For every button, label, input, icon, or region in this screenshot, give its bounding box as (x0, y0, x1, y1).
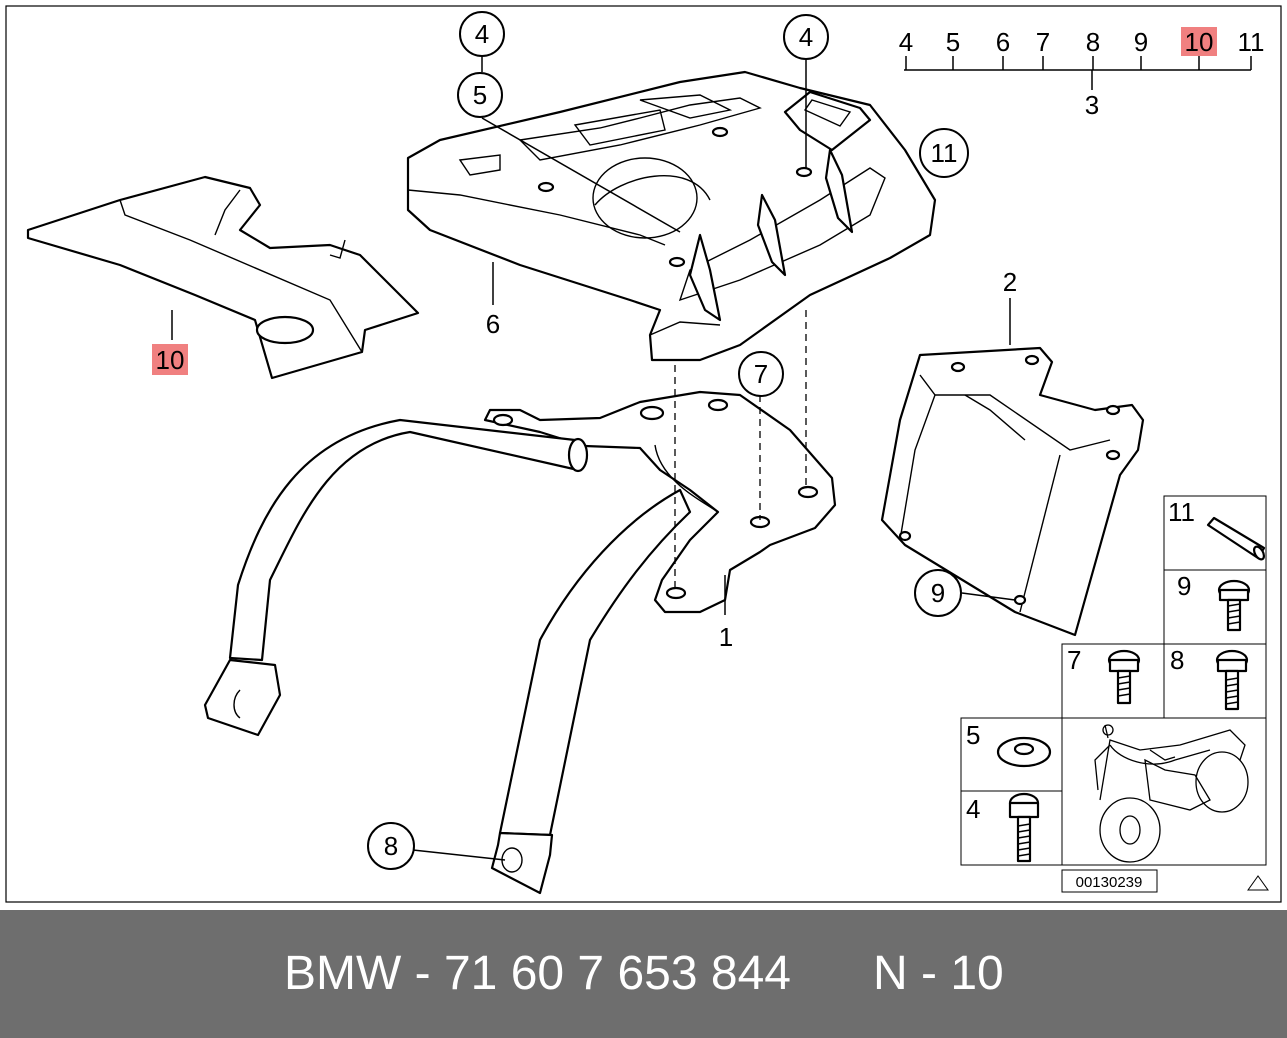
svg-text:9: 9 (931, 578, 945, 608)
scale-label-9: 9 (1134, 27, 1148, 57)
leader-5 (481, 117, 681, 233)
scale-label-7: 7 (1036, 27, 1050, 57)
label-part-3: 3 (1085, 90, 1099, 120)
scale-label-10: 10 (1185, 27, 1214, 57)
callout-8: 8 (367, 822, 415, 870)
drawing-id: 00130239 (1076, 874, 1143, 891)
footer-bar: BMW - 71 60 7 653 844 N - 10 (0, 910, 1287, 1038)
scale-label-5: 5 (946, 27, 960, 57)
svg-text:4: 4 (799, 22, 813, 52)
svg-text:10: 10 (156, 345, 185, 375)
callout-5: 5 (457, 72, 503, 118)
callout-9: 9 (914, 569, 962, 617)
screw-7-icon (1107, 649, 1141, 705)
table-label-4: 4 (966, 794, 980, 824)
part-10-cover[interactable] (26, 175, 420, 380)
table-label-8: 8 (1170, 645, 1184, 675)
diagram-border (5, 5, 1282, 903)
part-6-luggage-plate[interactable] (406, 70, 937, 362)
pin-icon (1206, 516, 1266, 561)
callout-11: 11 (919, 128, 969, 178)
callout-4a: 4 (459, 11, 505, 57)
scale-label-11: 11 (1238, 27, 1265, 57)
svg-text:7: 7 (754, 359, 768, 389)
scale-label-4: 4 (899, 27, 913, 57)
washer-5-icon (996, 736, 1052, 768)
label-part-10-highlight[interactable]: 10 (152, 344, 188, 375)
svg-text:5: 5 (473, 80, 487, 110)
screw-9-icon (1217, 579, 1251, 632)
screw-4-icon (1008, 792, 1040, 863)
label-part-2: 2 (1003, 267, 1017, 297)
table-label-11: 11 (1168, 497, 1195, 527)
table-label-5: 5 (966, 720, 980, 750)
scale-label-8: 8 (1086, 27, 1100, 57)
table-label-9: 9 (1177, 571, 1191, 601)
label-part-6: 6 (486, 309, 500, 339)
footer-part-number: BMW - 71 60 7 653 844 (284, 947, 791, 1000)
part-2-side-plate[interactable] (880, 298, 1145, 637)
callout-4b: 4 (783, 14, 829, 60)
scale-highlight (1181, 27, 1217, 56)
callout-7: 7 (738, 351, 784, 397)
leader-8 (412, 849, 506, 861)
screw-8-icon (1215, 649, 1249, 711)
footer-position: N - 10 (873, 947, 1004, 1000)
part-1-carrier-frame[interactable] (203, 390, 837, 895)
small-parts-table: 11 9 7 8 5 4 (960, 495, 1269, 893)
svg-text:8: 8 (384, 831, 398, 861)
label-part-1: 1 (719, 622, 733, 652)
svg-text:4: 4 (475, 19, 489, 49)
table-label-7: 7 (1067, 645, 1081, 675)
motorcycle-icon (1094, 724, 1249, 863)
leader-9 (961, 592, 1016, 601)
scale-label-6: 6 (996, 27, 1010, 57)
svg-text:11: 11 (931, 138, 958, 168)
warning-triangle-icon (1247, 875, 1269, 891)
